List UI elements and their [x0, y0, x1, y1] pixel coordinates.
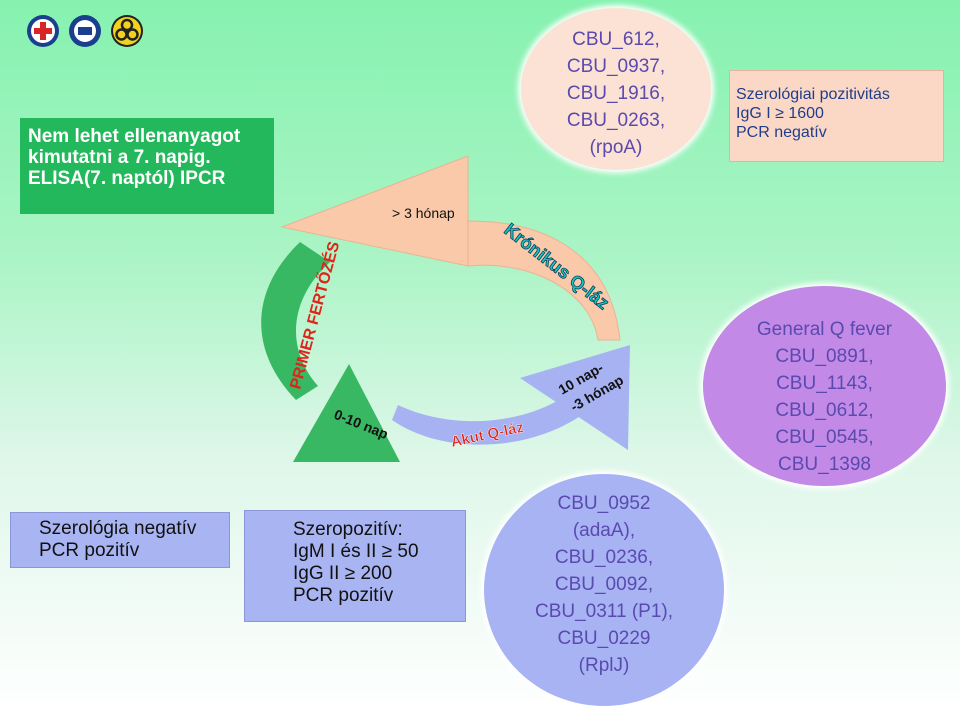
blue-left-line: Szerológia negatív [39, 518, 197, 539]
pink-line: PCR negatív [736, 124, 827, 141]
gene-item: CBU_0545, [775, 427, 874, 448]
gene-circle-bottom: CBU_0952 (adaA), CBU_0236, CBU_0092, CBU… [484, 474, 724, 706]
blue-mid-line: Szeropozitív: [293, 519, 403, 540]
gene-item: CBU_0952 [557, 493, 651, 514]
gene-item: CBU_0263, [566, 110, 666, 131]
months3-label: > 3 hónap [392, 205, 455, 221]
gene-item: CBU_1143, [776, 373, 873, 394]
gene-item: (adaA), [572, 520, 636, 541]
green-line: ELISA(7. naptól) IPCR [28, 168, 226, 189]
blue-mid-line: PCR pozitív [293, 585, 394, 606]
gene-item: CBU_0229 [557, 628, 651, 649]
blue-left-line: PCR pozitív [39, 540, 140, 561]
acute-arrow [392, 385, 600, 445]
gene-circle-top: CBU_612, CBU_0937, CBU_1916, CBU_0263, (… [521, 8, 711, 170]
blue-mid-line: IgG II ≥ 200 [293, 563, 393, 584]
green-line: kimutatni a 7. napig. [28, 147, 211, 168]
blue-mid-line: IgM I és II ≥ 50 [293, 541, 419, 562]
gene-item: CBU_0092, [554, 574, 654, 595]
blue-arrowhead [520, 345, 630, 450]
green-line: Nem lehet ellenanyagot [28, 126, 241, 147]
gene-item: General Q fever [756, 319, 893, 340]
gene-item: CBU_0937, [566, 56, 666, 77]
gene-circle-right: General Q fever CBU_0891, CBU_1143, CBU_… [703, 286, 946, 486]
gene-item: (rpoA) [589, 137, 643, 158]
green-info-box: Nem lehet ellenanyagot kimutatni a 7. na… [20, 118, 274, 214]
gene-item: CBU_0311 (P1), [535, 601, 673, 622]
gene-item: CBU_0891, [775, 346, 874, 367]
pink-line: IgG I ≥ 1600 [736, 105, 824, 122]
biohazard-icon [110, 14, 144, 48]
green-arrowhead [293, 364, 400, 462]
gene-item: CBU_0236, [554, 547, 654, 568]
primer-arrow [261, 242, 330, 400]
gene-item: CBU_1916, [566, 83, 666, 104]
tuv-certification-icon [68, 14, 102, 48]
gene-item: CBU_612, [572, 29, 660, 50]
peach-arrowhead [280, 155, 469, 267]
shield-cross-icon [26, 14, 60, 48]
gene-item: CBU_0612, [775, 400, 874, 421]
blue-info-box-mid: Szeropozitív: IgM I és II ≥ 50 IgG II ≥ … [244, 510, 466, 622]
gene-item: CBU_1398 [778, 454, 871, 475]
pink-line: Szerológiai pozitivitás [736, 86, 890, 103]
gene-item: (RplJ) [578, 655, 630, 676]
pink-info-box: Szerológiai pozitivitás IgG I ≥ 1600 PCR… [729, 70, 944, 162]
blue-info-box-left: Szerológia negatív PCR pozitív [10, 512, 230, 568]
